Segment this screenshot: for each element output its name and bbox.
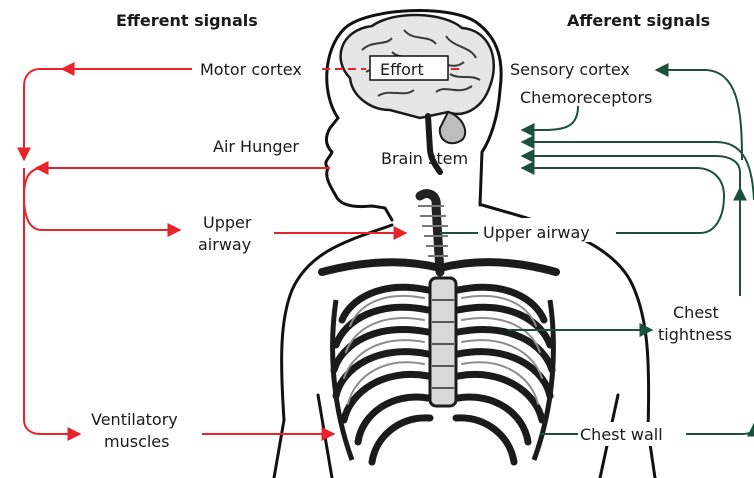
chest-tightness-line2: tightness	[658, 325, 732, 344]
efferent-header: Efferent signals	[116, 11, 258, 30]
sensory-cortex-label: Sensory cortex	[510, 60, 630, 79]
arrow-to-upper-airway-label	[24, 168, 180, 230]
air-hunger-label: Air Hunger	[213, 137, 299, 156]
chest-wall-label: Chest wall	[580, 425, 663, 444]
arrow-brainstem-1	[522, 142, 754, 200]
brain-stem-label: Brain stem	[381, 149, 468, 168]
chemoreceptors-label: Chemoreceptors	[520, 88, 652, 107]
arrow-chemoreceptors	[522, 106, 578, 130]
ventilatory-muscles-line2: muscles	[104, 432, 169, 451]
face-profile	[326, 118, 392, 220]
arrow-to-ventilatory-muscles	[24, 168, 80, 434]
upper-airway-left-line1: Upper	[203, 213, 252, 232]
arrow-to-sensory-cortex	[656, 70, 742, 160]
afferent-arrows	[440, 70, 754, 434]
ventilatory-muscles-line1: Ventilatory	[91, 410, 178, 429]
effort-label: Effort	[380, 60, 424, 79]
motor-cortex-label: Motor cortex	[200, 60, 302, 79]
labels: Efferent signals Afferent signals Motor …	[91, 11, 732, 451]
arrow-chest-wall	[686, 424, 754, 434]
upper-airway-right-label: Upper airway	[483, 223, 590, 242]
chest-tightness-line1: Chest	[673, 303, 719, 322]
upper-airway-left-line2: airway	[198, 235, 251, 254]
afferent-header: Afferent signals	[567, 11, 710, 30]
arrow-left-vertical-top	[24, 69, 62, 160]
left-torso	[318, 395, 332, 478]
left-arm	[274, 420, 284, 478]
